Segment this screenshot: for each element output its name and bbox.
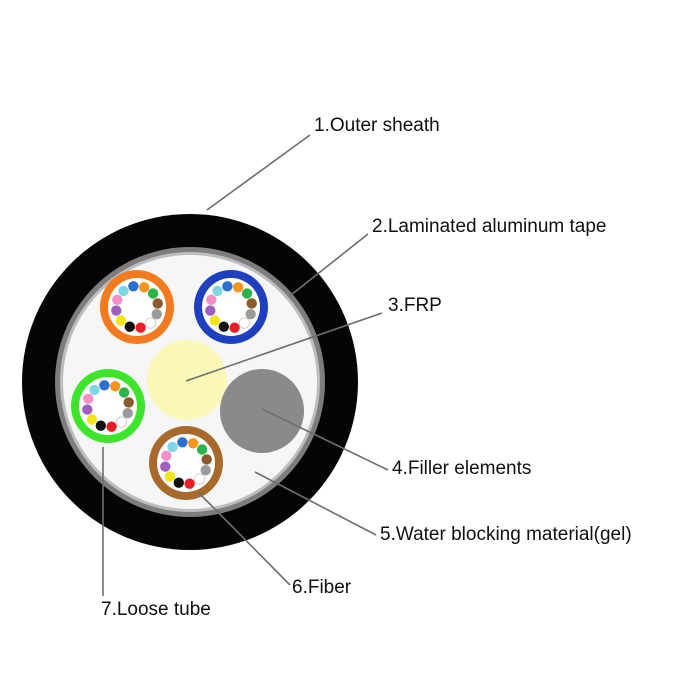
- fiber: [82, 404, 93, 415]
- fiber: [128, 281, 139, 292]
- fiber: [139, 282, 150, 293]
- fiber: [212, 285, 223, 297]
- fiber: [122, 408, 133, 419]
- fiber: [184, 478, 195, 489]
- leader-lines: [102, 134, 389, 596]
- leader-frp: [185, 312, 383, 382]
- fiber: [173, 477, 184, 488]
- fiber: [110, 381, 121, 392]
- fiber: [86, 414, 98, 425]
- fiber: [218, 321, 229, 332]
- fiber: [209, 315, 221, 326]
- fiber: [188, 438, 199, 449]
- fiber: [241, 288, 253, 299]
- fiber: [115, 315, 127, 326]
- fiber: [160, 461, 171, 472]
- label-loose-tube: 7.Loose tube: [101, 599, 211, 620]
- fiber: [111, 305, 122, 316]
- loose-tubes: [71, 270, 268, 500]
- fiber: [193, 473, 206, 485]
- fiber: [222, 281, 233, 292]
- fiber: [118, 387, 130, 398]
- fiber: [99, 380, 110, 391]
- fiber: [161, 450, 172, 461]
- fiber: [205, 305, 216, 316]
- filler-element: [220, 369, 304, 453]
- fiber: [151, 309, 162, 320]
- fiber: [238, 317, 251, 329]
- fiber: [89, 384, 100, 396]
- label-frp: 3.FRP: [388, 295, 442, 316]
- fiber: [147, 288, 159, 299]
- loose-tube-brown: [149, 426, 223, 500]
- fiber: [229, 322, 240, 333]
- leader-aluminum-tape: [290, 233, 369, 296]
- fiber: [246, 298, 257, 309]
- fiber: [123, 397, 134, 408]
- fiber: [201, 454, 212, 465]
- leader-filler: [261, 408, 389, 471]
- fiber: [118, 285, 129, 297]
- leader-gel: [254, 471, 377, 536]
- label-fiber: 6.Fiber: [292, 577, 352, 598]
- loose-tube-green: [71, 369, 145, 443]
- fiber: [124, 321, 135, 332]
- fiber: [196, 444, 208, 455]
- fiber: [135, 322, 146, 333]
- fiber: [152, 298, 163, 309]
- fiber: [245, 309, 256, 320]
- fiber: [144, 317, 157, 329]
- label-filler-elements: 4.Filler elements: [392, 458, 532, 479]
- loose-tube-blue: [194, 270, 268, 344]
- fiber: [83, 393, 94, 404]
- label-outer-sheath: 1.Outer sheath: [314, 115, 440, 136]
- fiber: [95, 420, 107, 431]
- fiber: [106, 421, 117, 432]
- fiber: [206, 294, 217, 305]
- loose-tube-orange: [100, 270, 174, 344]
- fiber: [164, 471, 176, 482]
- fiber: [115, 416, 128, 428]
- label-laminated-aluminum-tape: 2.Laminated aluminum tape: [372, 216, 607, 237]
- fiber: [112, 294, 123, 305]
- fiber: [177, 437, 188, 448]
- leader-fiber: [197, 491, 291, 586]
- fiber: [167, 441, 178, 453]
- fiber: [233, 282, 244, 293]
- fiber: [200, 465, 211, 476]
- label-water-blocking-gel: 5.Water blocking material(gel): [380, 524, 632, 545]
- leader-outer-sheath: [206, 134, 311, 211]
